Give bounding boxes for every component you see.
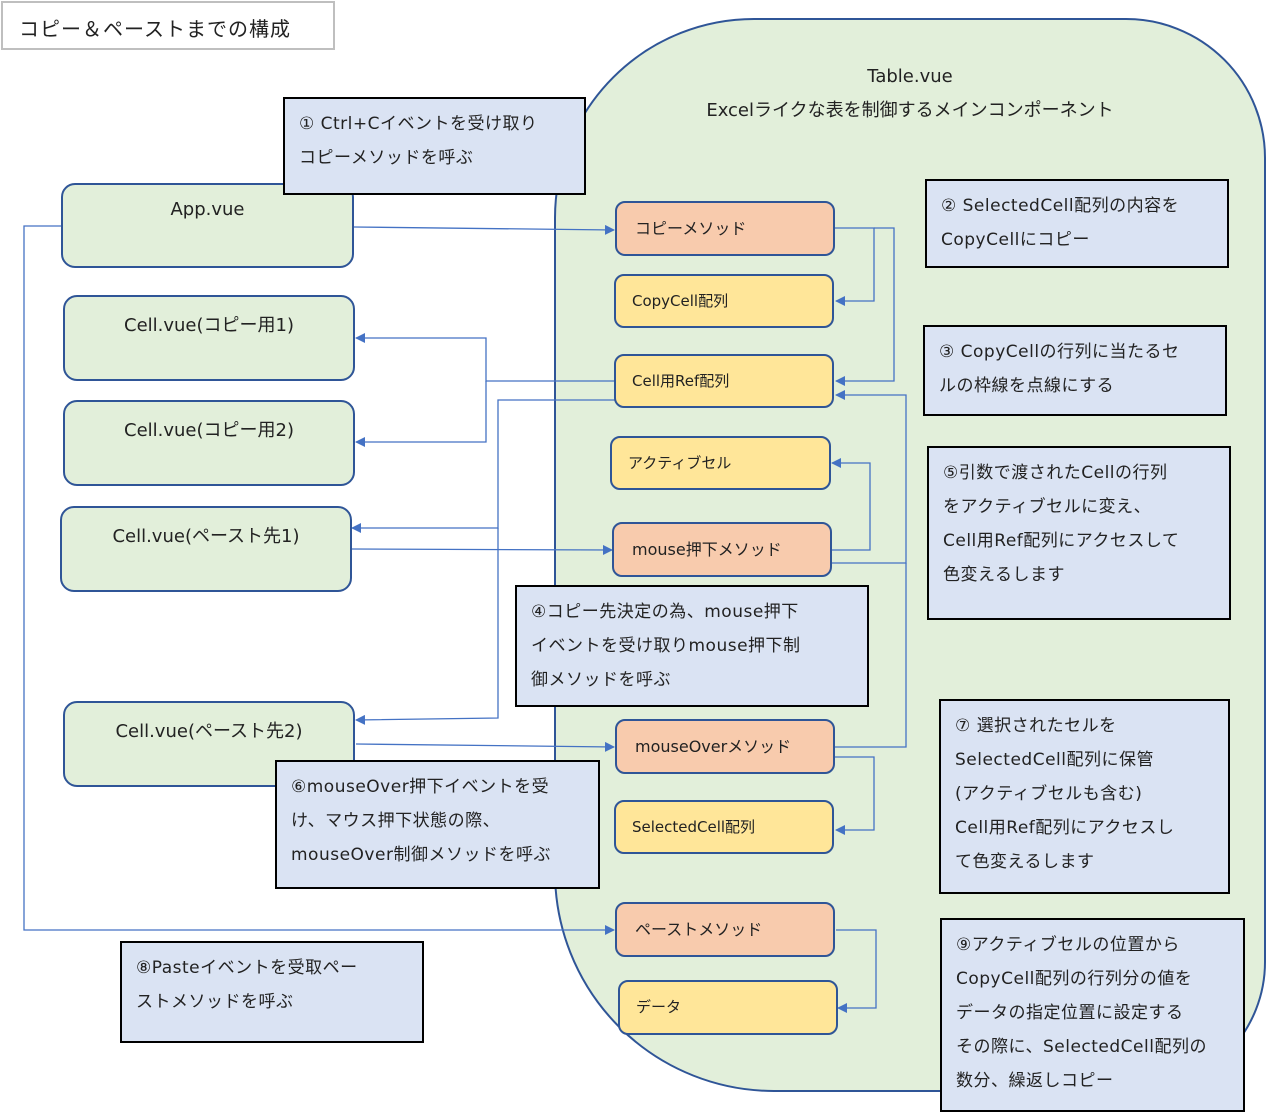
note-step5-line: Cell用Ref配列にアクセスして bbox=[943, 531, 1180, 551]
note-step2: ② SelectedCell配列の内容を CopyCellにコピー bbox=[925, 179, 1229, 268]
connector-cellref-to-paste2 bbox=[355, 528, 499, 725]
note-step5-line: をアクティブセルに変え、 bbox=[943, 497, 1152, 517]
note-step1-line: ① Ctrl+Cイベントを受け取り bbox=[299, 114, 538, 134]
note-step4-line: ④コピー先決定の為、mouse押下 bbox=[531, 602, 799, 622]
method-copy[interactable]: コピーメソッド bbox=[615, 201, 835, 256]
store-cellref-array[interactable]: Cell用Ref配列 bbox=[614, 354, 834, 408]
note-step8-line: ⑧Pasteイベントを受取ペー bbox=[136, 958, 358, 978]
note-step3-line: ルの枠線を点線にする bbox=[939, 376, 1115, 396]
method-mouse-down[interactable]: mouse押下メソッド bbox=[612, 522, 832, 577]
store-data[interactable]: データ bbox=[618, 980, 838, 1035]
note-step9-line: ⑨アクティブセルの位置から bbox=[956, 935, 1180, 955]
note-step4: ④コピー先決定の為、mouse押下 イベントを受け取りmouse押下制 御メソッ… bbox=[515, 585, 869, 707]
note-step9-line: 数分、繰返しコピー bbox=[956, 1071, 1114, 1091]
note-step5-line: 色変えるします bbox=[943, 565, 1065, 585]
note-step7-line: SelectedCell配列に保管 bbox=[955, 750, 1154, 770]
note-step9: ⑨アクティブセルの位置から CopyCell配列の行列分の値を データの指定位置… bbox=[940, 918, 1245, 1112]
note-step9-line: CopyCell配列の行列分の値を bbox=[956, 969, 1193, 989]
note-step7-line: て色変えるします bbox=[955, 852, 1095, 872]
note-step3: ③ CopyCellの行列に当たるセ ルの枠線を点線にする bbox=[923, 325, 1227, 416]
note-step6-line: ⑥mouseOver押下イベントを受 bbox=[291, 777, 550, 797]
note-step7: ⑦ 選択されたセルを SelectedCell配列に保管 (アクティブセルも含む… bbox=[939, 699, 1230, 894]
method-paste[interactable]: ペーストメソッド bbox=[615, 902, 835, 957]
diagram-title: コピー＆ペーストまでの構成 bbox=[1, 1, 335, 50]
note-step9-line: データの指定位置に設定する bbox=[956, 1003, 1184, 1023]
note-step4-line: 御メソッドを呼ぶ bbox=[531, 670, 671, 690]
note-step7-line: (アクティブセルも含む) bbox=[955, 784, 1143, 804]
note-step5-line: ⑤引数で渡されたCellの行列 bbox=[943, 463, 1168, 483]
note-step2-line: ② SelectedCell配列の内容を bbox=[941, 196, 1180, 216]
store-selectedcell-array[interactable]: SelectedCell配列 bbox=[614, 800, 834, 854]
component-cell-paste2[interactable]: Cell.vue(ペースト先2) bbox=[63, 701, 355, 787]
note-step5: ⑤引数で渡されたCellの行列 をアクティブセルに変え、 Cell用Ref配列に… bbox=[927, 446, 1231, 620]
note-step1: ① Ctrl+Cイベントを受け取り コピーメソッドを呼ぶ bbox=[283, 97, 586, 195]
component-app-vue[interactable]: App.vue bbox=[61, 183, 354, 268]
component-cell-copy2[interactable]: Cell.vue(コピー用2) bbox=[63, 400, 355, 486]
table-vue-name: Table.vue bbox=[867, 66, 953, 87]
note-step7-line: ⑦ 選択されたセルを bbox=[955, 716, 1117, 736]
note-step7-line: Cell用Ref配列にアクセスし bbox=[955, 818, 1175, 838]
note-step2-line: CopyCellにコピー bbox=[941, 230, 1090, 250]
note-step4-line: イベントを受け取りmouse押下制 bbox=[531, 636, 801, 656]
table-vue-description: Excelライクな表を制御するメインコンポーネント bbox=[706, 100, 1114, 121]
note-step3-line: ③ CopyCellの行列に当たるセ bbox=[939, 342, 1180, 362]
connector-cellref-to-copy2 bbox=[355, 381, 487, 447]
note-step9-line: その際に、SelectedCell配列の bbox=[956, 1037, 1207, 1057]
note-step8: ⑧Pasteイベントを受取ペー ストメソッドを呼ぶ bbox=[120, 941, 424, 1043]
note-step6-line: mouseOver制御メソッドを呼ぶ bbox=[291, 845, 551, 865]
component-cell-copy1[interactable]: Cell.vue(コピー用1) bbox=[63, 295, 355, 381]
method-mouse-over[interactable]: mouseOverメソッド bbox=[615, 719, 835, 774]
note-step6: ⑥mouseOver押下イベントを受 け、マウス押下状態の際、 mouseOve… bbox=[275, 760, 600, 889]
store-active-cell[interactable]: アクティブセル bbox=[610, 436, 831, 490]
table-vue-title: Table.vue Excelライクな表を制御するメインコンポーネント bbox=[600, 60, 1220, 128]
store-copycell-array[interactable]: CopyCell配列 bbox=[614, 274, 834, 328]
component-cell-paste1[interactable]: Cell.vue(ペースト先1) bbox=[60, 506, 352, 592]
note-step6-line: け、マウス押下状態の際、 bbox=[291, 811, 501, 831]
note-step1-line: コピーメソッドを呼ぶ bbox=[299, 148, 474, 168]
note-step8-line: ストメソッドを呼ぶ bbox=[136, 992, 294, 1012]
